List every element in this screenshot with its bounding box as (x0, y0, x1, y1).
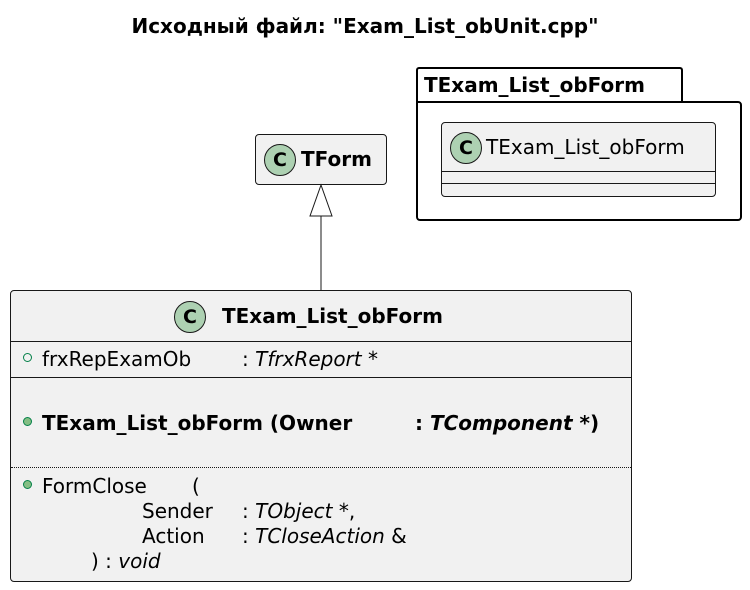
field-ptr: * (361, 347, 378, 371)
method-name: FormClose (42, 474, 147, 498)
method-open-paren: ( (192, 474, 200, 498)
package-tab: TExam_List_obForm (416, 67, 683, 101)
param-type-line: : TCloseAction & (242, 524, 407, 548)
class-divider (442, 171, 715, 172)
base-class-name: TForm (301, 147, 372, 171)
param-type: TObject (255, 499, 333, 523)
main-class-box: C TExam_List_obForm frxRepExamOb : TfrxR… (10, 290, 632, 582)
class-stereotype-icon: C (174, 301, 206, 333)
class-divider (11, 341, 631, 342)
field-type: TfrxReport (255, 347, 362, 371)
param-tail: *, (332, 499, 356, 523)
diagram-title: Исходный файл: "Exam_List_obUnit.cpp" (131, 14, 599, 38)
public-field-icon (23, 353, 32, 362)
public-method-icon (23, 417, 32, 426)
class-divider (442, 183, 715, 184)
constructor-sep: : (415, 411, 430, 435)
param-name: Sender (142, 499, 213, 523)
class-stereotype-icon: C (450, 132, 482, 164)
inheritance-arrowhead (309, 183, 333, 217)
class-divider (11, 377, 631, 378)
method-return-line: ) : void (91, 549, 161, 573)
param-type-line: : TObject *, (242, 499, 355, 523)
public-method-icon (23, 480, 32, 489)
param-type: TCloseAction (255, 524, 385, 548)
param-sep: : (242, 499, 256, 523)
constructor-prefix: TExam_List_obForm (Owner (42, 411, 353, 435)
base-class-box: C TForm (255, 134, 387, 185)
method-close: ) : (91, 549, 119, 573)
package-class-box: C TExam_List_obForm (441, 122, 716, 197)
package-class-name: TExam_List_obForm (486, 135, 685, 159)
field-name: frxRepExamOb (42, 347, 192, 371)
field-sep: : (242, 347, 256, 371)
constructor-suffix: *) (572, 411, 600, 435)
constructor-line: TExam_List_obForm (Owner (42, 411, 352, 435)
field-type-line: : TfrxReport * (242, 347, 378, 371)
class-stereotype-icon: C (264, 144, 296, 176)
main-class-name: TExam_List_obForm (222, 304, 443, 328)
return-type: void (118, 549, 161, 573)
param-sep: : (242, 524, 256, 548)
class-divider-dotted (11, 467, 631, 468)
param-name: Action (142, 524, 205, 548)
constructor-type: TComponent (429, 411, 573, 435)
param-tail: & (384, 524, 407, 548)
constructor-type-line: : TComponent *) (415, 411, 599, 435)
package-name: TExam_List_obForm (424, 73, 645, 97)
